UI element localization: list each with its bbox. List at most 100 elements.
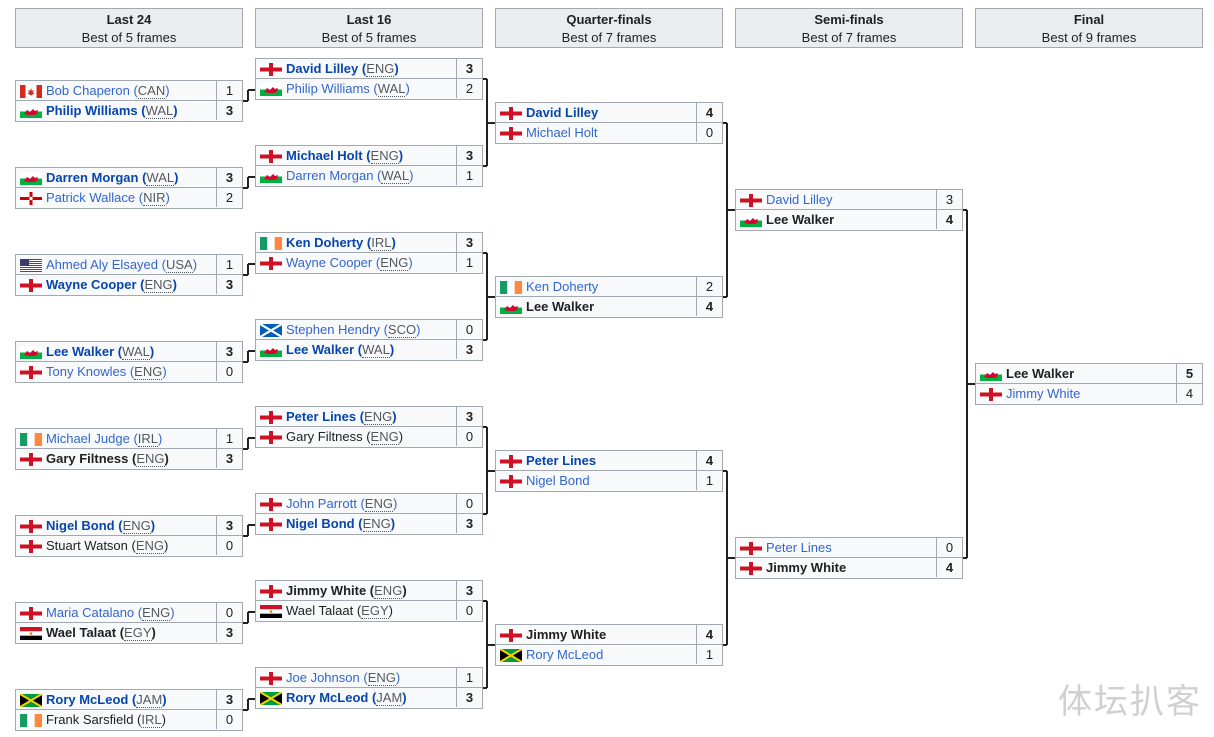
- player-name[interactable]: Philip Williams (WAL): [286, 81, 410, 97]
- flag-jam-icon: [500, 649, 522, 662]
- nationality-abbr[interactable]: ENG: [374, 583, 403, 599]
- player-name[interactable]: Rory McLeod (JAM): [286, 690, 407, 706]
- nationality-abbr[interactable]: EGY: [361, 603, 389, 619]
- nationality-abbr[interactable]: ENG: [367, 670, 396, 686]
- player-name[interactable]: Jimmy White: [766, 560, 846, 575]
- nationality-abbr[interactable]: ENG: [370, 148, 399, 164]
- player-name[interactable]: Lee Walker: [1006, 366, 1074, 381]
- nationality-abbr[interactable]: ENG: [370, 429, 399, 445]
- nationality-abbr[interactable]: WAL: [362, 342, 390, 358]
- player-name[interactable]: Ken Doherty: [526, 279, 598, 294]
- player-name[interactable]: Bob Chaperon (CAN): [46, 83, 170, 99]
- player-name[interactable]: Wayne Cooper (ENG): [286, 255, 413, 271]
- player-name[interactable]: Lee Walker (WAL): [286, 342, 395, 358]
- player-row: Lee Walker (WAL)3: [15, 341, 243, 362]
- round-title: Semi-finals: [814, 12, 884, 27]
- player-name[interactable]: Philip Williams (WAL): [46, 103, 178, 119]
- flag-wal-icon: [260, 170, 282, 183]
- player-name[interactable]: Michael Holt: [526, 125, 598, 140]
- nationality-abbr[interactable]: NIR: [143, 190, 166, 206]
- player-name[interactable]: Peter Lines: [526, 453, 596, 468]
- score: 3: [456, 581, 482, 600]
- player-name[interactable]: Peter Lines (ENG): [286, 409, 397, 425]
- nationality-abbr[interactable]: WAL: [377, 81, 406, 97]
- player-name[interactable]: Nigel Bond (ENG): [286, 516, 396, 532]
- nationality-abbr[interactable]: ENG: [122, 518, 151, 534]
- player-name[interactable]: Darren Morgan (WAL): [46, 170, 179, 186]
- nationality-abbr[interactable]: WAL: [381, 168, 410, 184]
- player-row: Peter Lines (ENG) 3: [255, 406, 483, 427]
- nationality-abbr[interactable]: ENG: [366, 61, 395, 77]
- player-name[interactable]: Nigel Bond (ENG): [46, 518, 156, 534]
- player-name[interactable]: Jimmy White (ENG): [286, 583, 407, 599]
- player-name[interactable]: Rory McLeod (JAM): [46, 692, 167, 708]
- player-name[interactable]: Wael Talaat (EGY): [46, 625, 156, 641]
- player-name[interactable]: David Lilley: [526, 105, 598, 120]
- player-name[interactable]: Gary Filtness (ENG): [286, 429, 404, 445]
- player-name[interactable]: Ahmed Aly Elsayed (USA): [46, 257, 198, 273]
- player-name[interactable]: Maria Catalano (ENG): [46, 605, 175, 621]
- score: 3: [216, 623, 242, 642]
- player-row: Darren Morgan (WAL)3: [15, 167, 243, 188]
- player-name[interactable]: Frank Sarsfield (IRL): [46, 712, 166, 728]
- nationality-abbr[interactable]: IRL: [371, 235, 392, 251]
- nationality-abbr[interactable]: SCO: [387, 322, 417, 338]
- player-name[interactable]: Lee Walker (WAL): [46, 344, 155, 360]
- nationality-abbr[interactable]: ENG: [362, 516, 391, 532]
- player-name[interactable]: John Parrott (ENG): [286, 496, 398, 512]
- nationality-abbr[interactable]: ENG: [136, 451, 165, 467]
- player-name[interactable]: Wael Talaat (EGY): [286, 603, 393, 619]
- player-name[interactable]: Stephen Hendry (SCO): [286, 322, 421, 338]
- player-name[interactable]: Patrick Wallace (NIR): [46, 190, 170, 206]
- nationality-abbr[interactable]: WAL: [146, 170, 175, 186]
- player-row: Rory McLeod (JAM)3: [255, 688, 483, 709]
- nationality-abbr[interactable]: ENG: [144, 277, 173, 293]
- nationality-abbr[interactable]: WAL: [122, 344, 150, 360]
- nationality-abbr[interactable]: CAN: [137, 83, 166, 99]
- nationality-abbr[interactable]: IRL: [137, 431, 159, 447]
- nationality-abbr[interactable]: WAL: [145, 103, 174, 119]
- nationality-abbr[interactable]: USA: [165, 257, 193, 273]
- player-name-text: Jimmy White: [526, 627, 607, 642]
- player-name[interactable]: Ken Doherty (IRL): [286, 235, 396, 251]
- player-name[interactable]: Darren Morgan (WAL): [286, 168, 414, 184]
- player-name[interactable]: Peter Lines: [766, 540, 832, 555]
- player-name[interactable]: Joe Johnson (ENG): [286, 670, 401, 686]
- flag-nir-icon: [20, 192, 42, 205]
- nationality-abbr[interactable]: ENG: [380, 255, 409, 271]
- nationality-abbr[interactable]: JAM: [376, 690, 403, 706]
- player-name[interactable]: Michael Judge (IRL): [46, 431, 163, 447]
- nationality-abbr[interactable]: ENG: [134, 364, 163, 380]
- nationality-abbr[interactable]: ENG: [364, 409, 393, 425]
- player-name[interactable]: Jimmy White: [1006, 386, 1080, 401]
- player-name[interactable]: David Lilley: [766, 192, 832, 207]
- player-row: Gary Filtness (ENG)3: [15, 449, 243, 470]
- player-name[interactable]: Rory McLeod: [526, 647, 603, 662]
- player-name[interactable]: Wayne Cooper (ENG): [46, 277, 177, 293]
- score: 3: [456, 407, 482, 426]
- player-name-text: Bob Chaperon: [46, 83, 130, 98]
- player-name[interactable]: Michael Holt (ENG): [286, 148, 404, 164]
- nationality-abbr[interactable]: EGY: [124, 625, 152, 641]
- nationality-abbr[interactable]: IRL: [141, 712, 162, 728]
- nationality-abbr[interactable]: JAM: [136, 692, 163, 708]
- player-name[interactable]: Lee Walker: [526, 299, 594, 314]
- player-name[interactable]: Jimmy White: [526, 627, 606, 642]
- player-name[interactable]: Gary Filtness (ENG): [46, 451, 169, 467]
- player-name[interactable]: David Lilley (ENG): [286, 61, 399, 77]
- player-name[interactable]: Tony Knowles (ENG): [46, 364, 167, 380]
- player-name[interactable]: Nigel Bond: [526, 473, 590, 488]
- flag-wal-icon: [260, 344, 282, 357]
- nationality-abbr[interactable]: ENG: [364, 496, 393, 512]
- player-name[interactable]: Stuart Watson (ENG): [46, 538, 169, 554]
- nationality-abbr[interactable]: ENG: [142, 605, 171, 621]
- score: 0: [456, 494, 482, 513]
- nationality-abbr[interactable]: ENG: [135, 538, 165, 554]
- player-name[interactable]: Lee Walker: [766, 212, 834, 227]
